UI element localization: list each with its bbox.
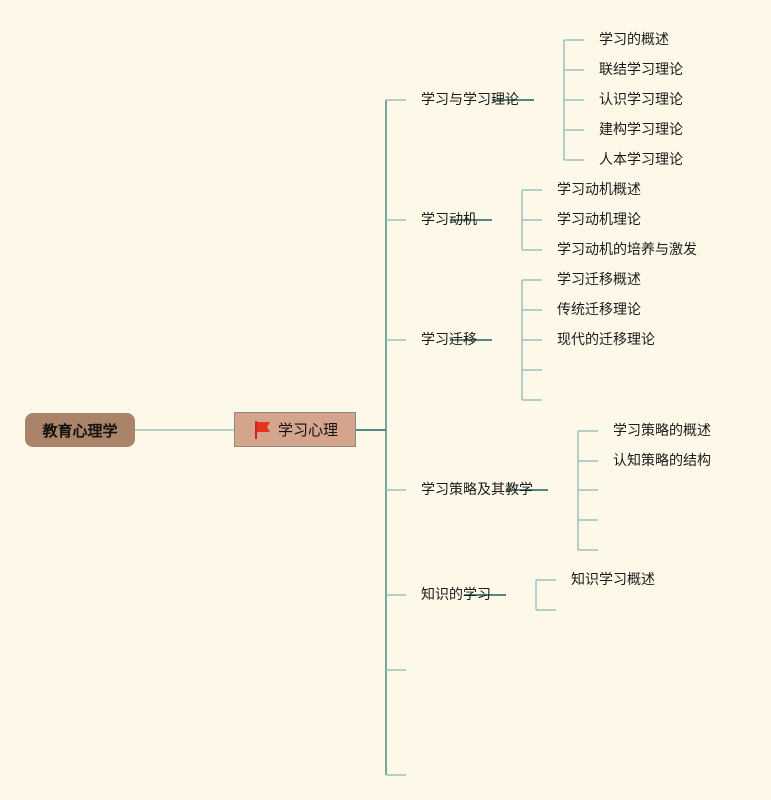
- child-node-3-1[interactable]: 认知策略的结构: [613, 453, 711, 469]
- child-node-1-2[interactable]: 学习动机的培养与激发: [557, 242, 697, 258]
- child-node-0-4[interactable]: 人本学习理论: [599, 152, 683, 168]
- branch-node-1[interactable]: 学习动机: [421, 212, 477, 228]
- child-node-1-0[interactable]: 学习动机概述: [557, 182, 641, 198]
- root-node-label: 教育心理学: [42, 421, 118, 440]
- child-node-2-1[interactable]: 传统迁移理论: [557, 302, 641, 318]
- red-flag-icon: [254, 420, 270, 439]
- child-node-1-1[interactable]: 学习动机理论: [557, 212, 641, 228]
- root-node[interactable]: 教育心理学: [25, 413, 135, 447]
- child-node-0-3[interactable]: 建构学习理论: [599, 122, 683, 138]
- child-node-0-1[interactable]: 联结学习理论: [599, 62, 683, 78]
- branch-node-4[interactable]: 知识的学习: [421, 587, 491, 603]
- branch-node-0[interactable]: 学习与学习理论: [421, 92, 519, 108]
- central-topic-node[interactable]: 学习心理: [234, 412, 356, 447]
- child-node-3-0[interactable]: 学习策略的概述: [613, 423, 711, 439]
- central-topic-label: 学习心理: [277, 421, 338, 439]
- child-node-2-2[interactable]: 现代的迁移理论: [557, 332, 655, 348]
- child-node-4-0[interactable]: 知识学习概述: [571, 572, 655, 588]
- branch-node-3[interactable]: 学习策略及其教学: [421, 482, 533, 498]
- child-node-0-0[interactable]: 学习的概述: [599, 32, 669, 48]
- branch-node-2[interactable]: 学习迁移: [421, 332, 477, 348]
- child-node-0-2[interactable]: 认识学习理论: [599, 92, 683, 108]
- child-node-2-0[interactable]: 学习迁移概述: [557, 272, 641, 288]
